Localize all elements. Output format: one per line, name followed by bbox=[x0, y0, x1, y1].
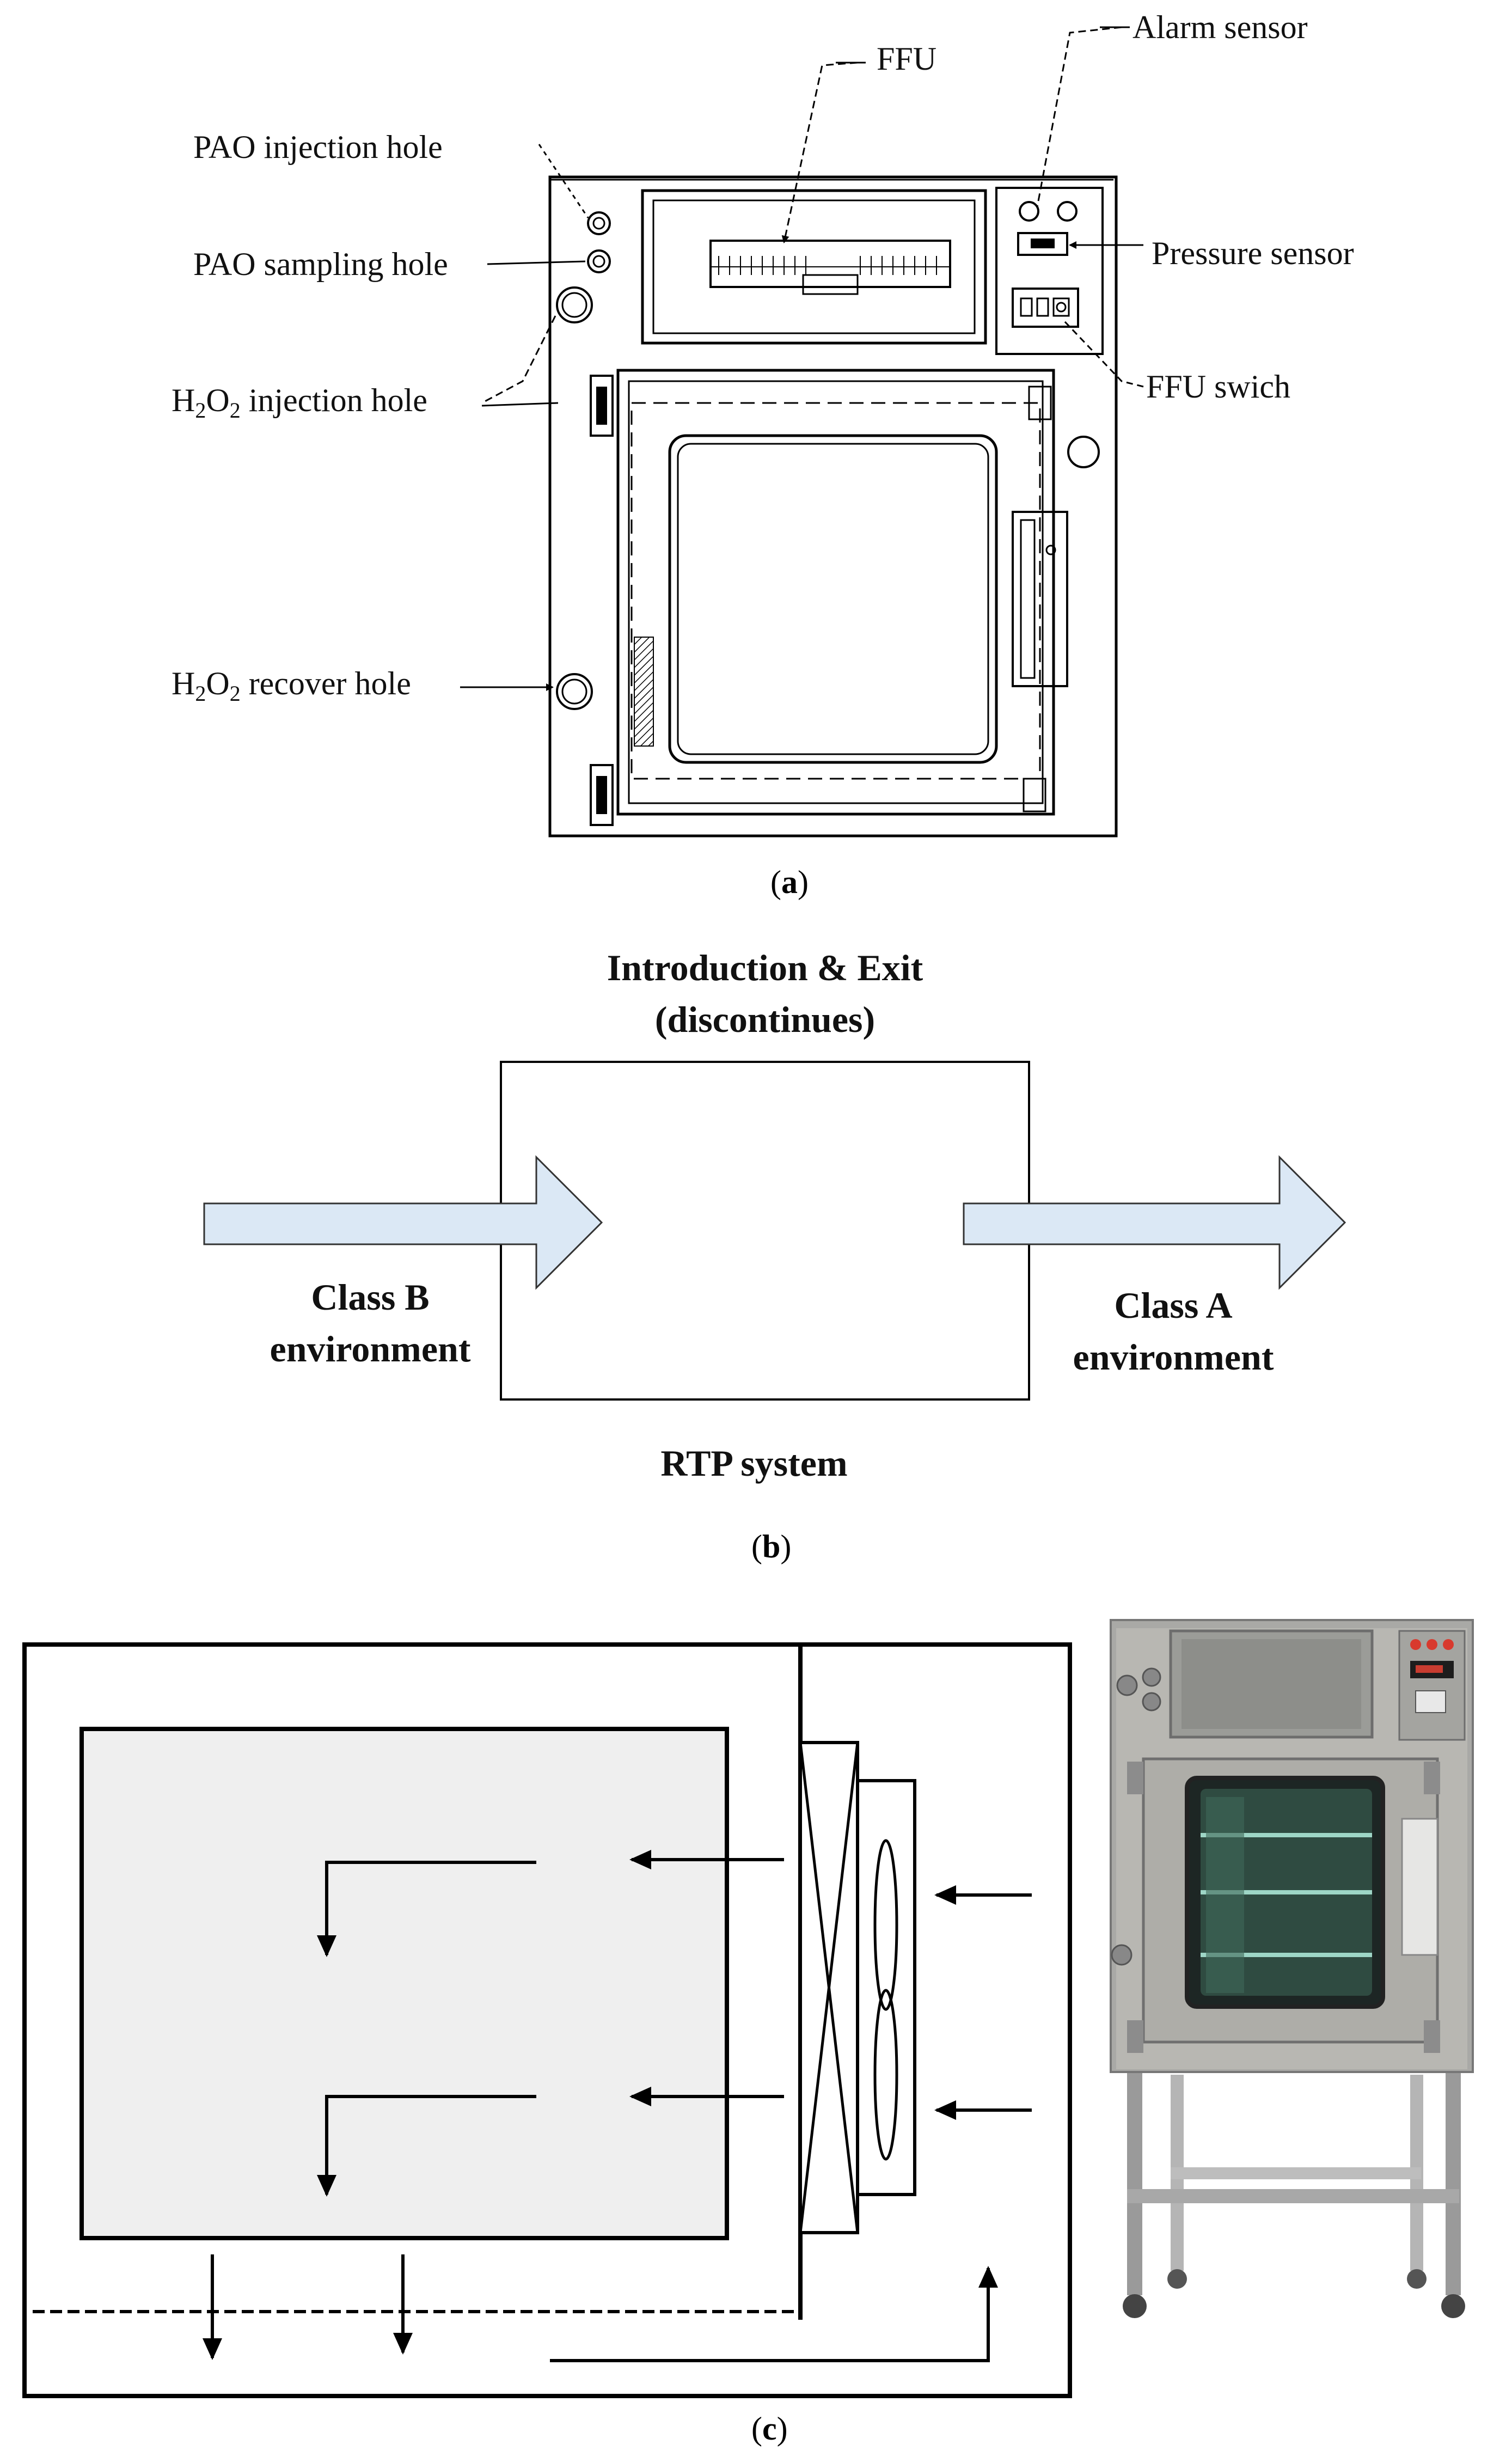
panel-a-technical-drawing: FFU Alarm sensor PAO injection hole PAO … bbox=[172, 9, 1354, 900]
flow-turn-bottom bbox=[317, 2095, 536, 2197]
class-b-arrow bbox=[203, 1155, 603, 1290]
rtp-cabinet-photo bbox=[1110, 1619, 1474, 2318]
return-flow-arrow bbox=[550, 2266, 998, 2362]
panel-b-flow-diagram: Introduction & Exit (discontinues) Class… bbox=[203, 947, 1346, 1564]
hinge-top bbox=[590, 375, 614, 437]
flow-turn-top bbox=[317, 1861, 536, 1957]
pao-injection-label: PAO injection hole bbox=[193, 129, 443, 165]
control-panel bbox=[995, 187, 1104, 355]
pressure-sensor-label: Pressure sensor bbox=[1152, 235, 1354, 271]
h2o2-injection-port bbox=[556, 286, 593, 323]
pressure-gauge bbox=[1017, 232, 1068, 256]
ffu-label: FFU bbox=[877, 41, 936, 77]
cabinet-outline bbox=[548, 175, 1118, 838]
chamber-door bbox=[616, 369, 1055, 816]
door-handle bbox=[1012, 511, 1068, 687]
hinge-bottom bbox=[590, 764, 614, 826]
caption-b: (b) bbox=[751, 1529, 791, 1564]
h2o2-recover-port bbox=[556, 673, 593, 710]
panel-c-airflow-schematic: (c) bbox=[22, 1619, 1474, 2447]
discontinues-label: (discontinues) bbox=[655, 999, 875, 1040]
rtp-system-label: RTP system bbox=[660, 1443, 847, 1484]
h2o2-injection-label: H2O2 injection hole bbox=[172, 382, 427, 423]
fan-unit bbox=[856, 1779, 916, 2196]
ffu-switch-box bbox=[1012, 288, 1079, 328]
ffu-unit bbox=[641, 189, 987, 345]
alarm-sensor-lamp-left bbox=[1019, 201, 1039, 222]
outer-enclosure bbox=[22, 1642, 1072, 2398]
class-a-arrow bbox=[963, 1155, 1346, 1290]
pao-sampling-label: PAO sampling hole bbox=[193, 246, 448, 282]
inner-chamber bbox=[79, 1727, 729, 2240]
pao-injection-port bbox=[587, 211, 611, 235]
caption-a: (a) bbox=[770, 864, 809, 900]
pao-sampling-port bbox=[587, 249, 611, 273]
ffu-grille bbox=[718, 256, 937, 275]
class-a-env-label: environment bbox=[1073, 1336, 1274, 1378]
alarm-sensor-lamp-right bbox=[1057, 201, 1078, 222]
door-hatch bbox=[634, 637, 654, 747]
hepa-filter bbox=[799, 1741, 859, 2234]
h2o2-recover-label: H2O2 recover hole bbox=[172, 665, 411, 706]
intro-exit-label: Introduction & Exit bbox=[607, 947, 923, 988]
class-b-label: Class B bbox=[311, 1276, 429, 1318]
class-b-env-label: environment bbox=[270, 1328, 471, 1370]
class-a-label: Class A bbox=[1114, 1285, 1232, 1326]
caption-c: (c) bbox=[751, 2411, 788, 2447]
alarm-sensor-label: Alarm sensor bbox=[1133, 9, 1308, 45]
ffu-switch-label: FFU swich bbox=[1146, 369, 1290, 405]
